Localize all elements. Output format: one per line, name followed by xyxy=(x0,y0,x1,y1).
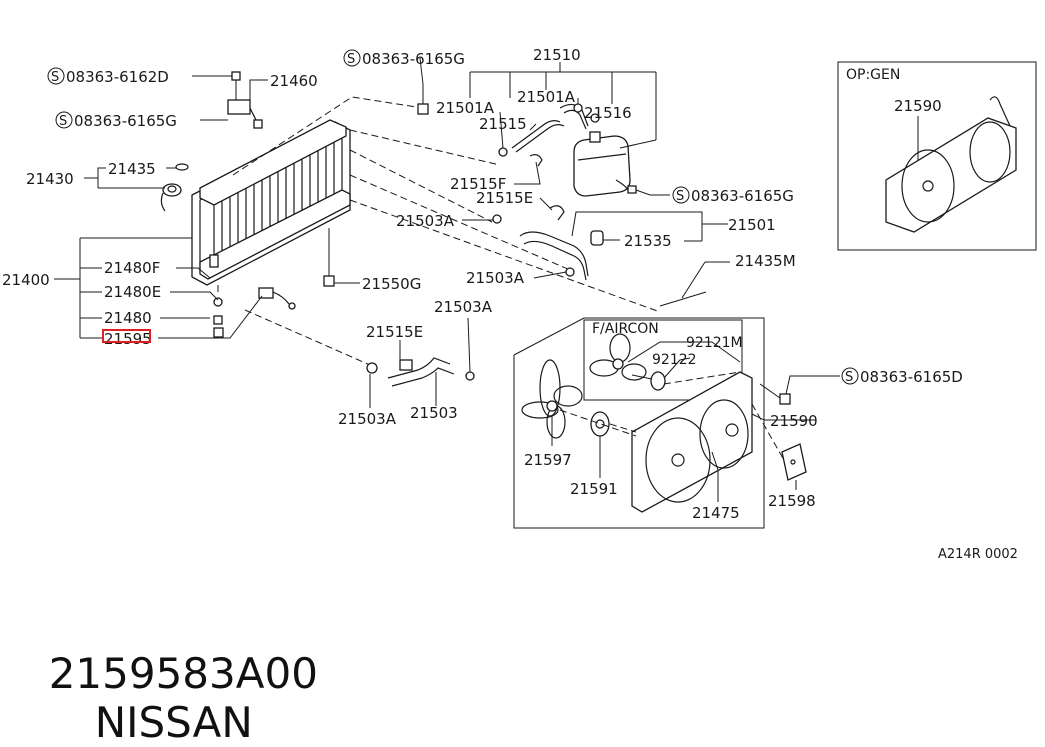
label-21480e: 21480E xyxy=(104,283,161,301)
label-21400: 21400 xyxy=(2,271,50,289)
bolt-callout-5: S 08363-6165D xyxy=(841,367,963,386)
label-21460: 21460 xyxy=(270,72,318,90)
bolt-callout-3: S 08363-6165G xyxy=(343,49,465,68)
bolt-symbol-icon: S xyxy=(59,114,67,129)
bolt-1-label: 08363-6162D xyxy=(66,68,169,86)
upper-hose xyxy=(492,214,604,281)
diagram-code: A214R 0002 xyxy=(938,547,1018,562)
thermo-switch xyxy=(258,287,296,310)
label-21480: 21480 xyxy=(104,309,152,327)
mount-nut xyxy=(323,228,335,287)
label-21515e-2: 21515E xyxy=(366,323,423,341)
bolt-symbol-icon: S xyxy=(51,70,59,85)
label-opgen: OP:GEN xyxy=(846,67,900,83)
bolt-4-label: 08363-6165G xyxy=(691,187,794,205)
label-21598: 21598 xyxy=(768,492,816,510)
drain-parts xyxy=(213,297,224,338)
bolt-callouts: S 08363-6162D S 08363-6165G S 08363-6165… xyxy=(47,49,963,386)
label-21550g: 21550G xyxy=(362,275,421,293)
fan-shroud xyxy=(631,371,753,513)
label-21590-main: 21590 xyxy=(770,412,818,430)
bolt-callout-4: S 08363-6165G xyxy=(672,186,794,205)
shroud-bracket xyxy=(781,443,807,481)
bolt-symbol-icon: S xyxy=(845,370,853,385)
label-21591: 21591 xyxy=(570,480,618,498)
clip-21515f xyxy=(529,154,543,167)
label-21503: 21503 xyxy=(410,404,458,422)
label-21501a-1: 21501A xyxy=(436,99,495,117)
label-21516: 21516 xyxy=(584,104,632,122)
label-21501a-2: 21501A xyxy=(517,88,576,106)
cooling-fan xyxy=(521,359,583,439)
parts-diagram: 21400 21430 21435 21460 21480F 21480E 21… xyxy=(2,46,1037,562)
part-number: 2159583A00 xyxy=(48,649,318,698)
bolt-2-label: 08363-6165G xyxy=(74,112,177,130)
fan-assembly-box xyxy=(513,317,765,529)
bolt-callout-1: S 08363-6162D xyxy=(47,67,169,86)
fan-motor xyxy=(590,411,610,437)
leader-lines xyxy=(54,57,919,502)
footer-caption: 2159583A00 NISSAN xyxy=(22,600,318,747)
part-labels: 21400 21430 21435 21460 21480F 21480E 21… xyxy=(2,46,1018,562)
highlight-box xyxy=(102,329,151,343)
clip-21515e xyxy=(549,205,565,221)
aircon-motor xyxy=(631,371,666,391)
aircon-fan xyxy=(589,333,647,381)
lower-hose xyxy=(366,357,475,387)
shroud-bolt xyxy=(759,383,791,405)
option-box xyxy=(837,61,1037,251)
label-21515e-1: 21515E xyxy=(476,189,533,207)
radiator-illustration xyxy=(191,119,351,286)
bolt-5-label: 08363-6165D xyxy=(860,368,963,386)
label-21435: 21435 xyxy=(108,160,156,178)
bolt-symbol-icon: S xyxy=(676,189,684,204)
label-21535: 21535 xyxy=(624,232,672,250)
label-21595: 21595 xyxy=(104,330,152,348)
bolt-callout-2: S 08363-6165G xyxy=(55,111,177,130)
o-ring xyxy=(175,163,189,171)
reservoir-bolt xyxy=(417,84,429,115)
label-21475: 21475 xyxy=(692,504,740,522)
label-21501: 21501 xyxy=(728,216,776,234)
label-21480f: 21480F xyxy=(104,259,160,277)
label-21503a-2: 21503A xyxy=(466,269,525,287)
reservoir-tank xyxy=(573,131,637,197)
bracket xyxy=(227,71,263,129)
label-21515f: 21515F xyxy=(450,175,506,193)
label-92121m: 92121M xyxy=(686,335,743,351)
label-21430: 21430 xyxy=(26,170,74,188)
radiator-cap xyxy=(160,183,182,212)
bolt-symbol-icon: S xyxy=(347,52,355,67)
label-21510: 21510 xyxy=(533,46,581,64)
label-21503a-1: 21503A xyxy=(396,212,455,230)
fan-guide-lines xyxy=(559,371,785,461)
label-21435m: 21435M xyxy=(735,252,796,270)
label-21590-opt: 21590 xyxy=(894,97,942,115)
bolt-3-label: 08363-6165G xyxy=(362,50,465,68)
shroud-strip xyxy=(659,261,707,307)
label-21503a-4: 21503A xyxy=(338,410,397,428)
brand-name: NISSAN xyxy=(94,698,253,747)
label-21515: 21515 xyxy=(479,115,527,133)
label-faircon: F/AIRCON xyxy=(592,321,659,337)
radiator-guide-lines xyxy=(217,96,661,366)
label-21597: 21597 xyxy=(524,451,572,469)
label-21503a-3: 21503A xyxy=(434,298,493,316)
label-92122: 92122 xyxy=(652,352,697,368)
